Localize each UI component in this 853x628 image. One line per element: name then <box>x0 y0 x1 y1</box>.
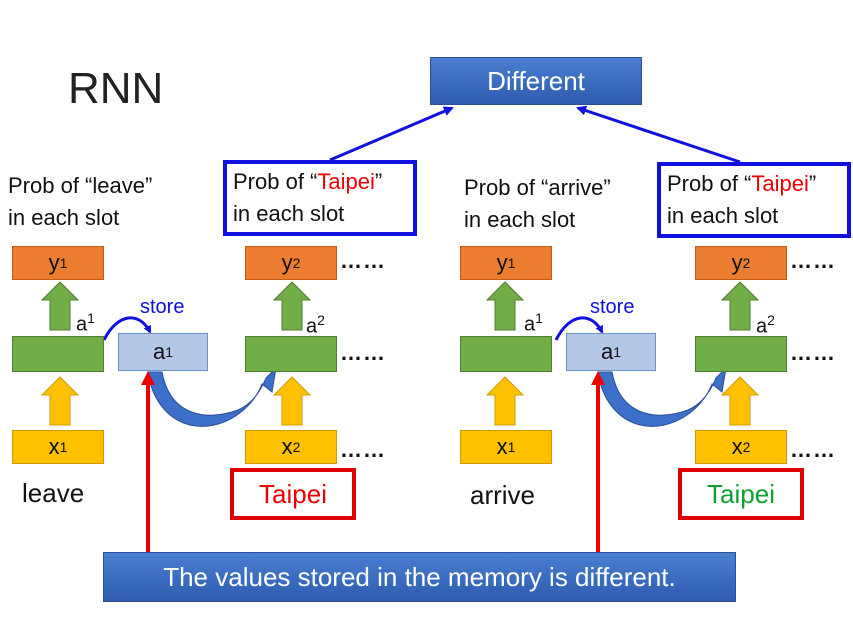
up-arrow-x1-a1 <box>40 376 80 426</box>
store-label-right: store <box>590 296 635 318</box>
a2-label-right: a2 <box>756 312 775 338</box>
memory-arrow-left <box>147 366 277 427</box>
dots-output-right: …… <box>790 248 836 273</box>
up-arrow-a2-y2 <box>272 281 312 331</box>
store-label-left: store <box>140 296 185 318</box>
dots-input-left: …… <box>340 437 386 462</box>
memory-difference-banner: The values stored in the memory is diffe… <box>103 552 736 602</box>
word-taipei-box-left: Taipei <box>230 468 356 520</box>
different-arrow-left <box>329 106 454 162</box>
store-arrow-right <box>554 316 604 341</box>
store-arrow-left <box>102 316 152 341</box>
up-arrow-x1-a1-right <box>485 376 525 426</box>
word-arrive: arrive <box>470 480 536 510</box>
a1-label-left: a1 <box>76 310 95 336</box>
prob-arrive-label: Prob of “arrive” in each slot <box>464 175 611 232</box>
prob-taipei-box-right: Prob of “Taipei” in each slot <box>657 162 851 238</box>
different-box: Different <box>430 57 642 105</box>
prob-taipei-box-left: Prob of “Taipei” in each slot <box>223 160 417 236</box>
word-leave: leave <box>22 478 85 508</box>
dots-input-right: …… <box>790 437 836 462</box>
hidden-layer-a2-right <box>695 336 787 372</box>
dots-output-left: …… <box>340 248 386 273</box>
memory-arrow-right <box>597 366 727 427</box>
a2-label-left: a2 <box>306 312 325 338</box>
up-arrow-x2-a2 <box>272 376 312 426</box>
dots-hidden-left: …… <box>340 340 386 365</box>
slide-title: RNN <box>68 64 164 113</box>
hidden-layer-a1-left <box>12 336 104 372</box>
different-arrow-right <box>576 105 741 164</box>
word-taipei-box-right: Taipei <box>678 468 804 520</box>
up-arrow-a1-y1-right <box>485 281 525 331</box>
a1-label-right: a1 <box>524 310 543 336</box>
prob-leave-label: Prob of “leave” in each slot <box>8 173 153 230</box>
hidden-layer-a2-left <box>245 336 337 372</box>
dots-hidden-right: …… <box>790 340 836 365</box>
up-arrow-a1-y1 <box>40 281 80 331</box>
hidden-layer-a1-right <box>460 336 552 372</box>
up-arrow-a2-y2-right <box>720 281 760 331</box>
up-arrow-x2-a2-right <box>720 376 760 426</box>
